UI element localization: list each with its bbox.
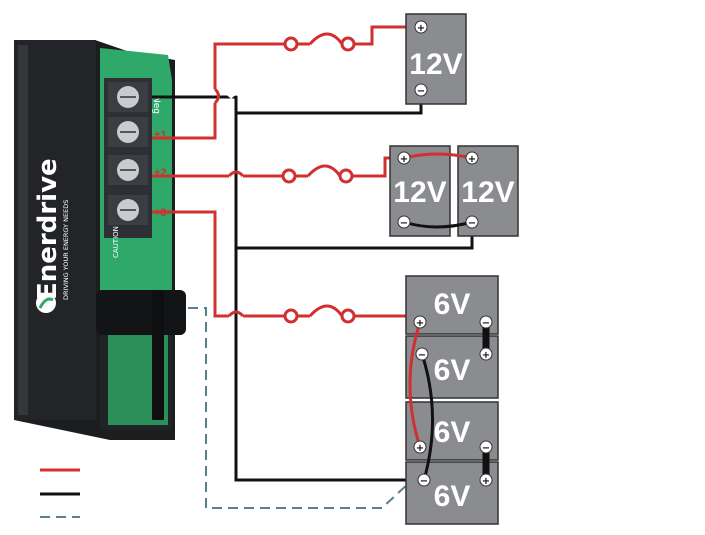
terminal-screw-out2: [108, 155, 148, 185]
fuse-3: [283, 308, 356, 324]
brand-name: Enerdrive: [33, 158, 63, 300]
battery-bank-3: 6V 6V 6V 6V + − − + + − − +: [405, 275, 499, 525]
terminal-screw-neg: [108, 82, 148, 112]
battery-label: 12V: [461, 176, 514, 209]
brand-logo: [36, 293, 56, 313]
battery-bank-1: 12V + −: [405, 13, 467, 105]
positive-terminal: [397, 151, 411, 165]
positive-terminal: [413, 440, 427, 454]
battery-label: 12V: [409, 48, 462, 81]
negative-terminal: [414, 83, 428, 97]
battery-label: 6V: [434, 288, 471, 321]
svg-text:−: −: [482, 443, 490, 454]
link-parallel-negative: [420, 353, 434, 481]
svg-text:+: +: [417, 23, 425, 34]
svg-text:+: +: [416, 318, 424, 329]
temperature-sensor-wire: [188, 307, 411, 509]
battery-label: 6V: [434, 354, 471, 387]
positive-terminal: [413, 315, 427, 329]
negative-terminal: [397, 215, 411, 229]
battery-label: 6V: [434, 416, 471, 449]
negative-terminal: [479, 315, 493, 329]
battery-bank-2: 12V 12V + − + −: [389, 145, 519, 237]
terminal-screw-out3: [108, 195, 148, 225]
svg-text:−: −: [400, 218, 408, 229]
positive-terminal: [479, 347, 493, 361]
positive-terminal: [465, 151, 479, 165]
svg-text:+: +: [468, 154, 476, 165]
svg-text:−: −: [418, 350, 426, 361]
neg-terminal-label: Neg: [151, 96, 161, 114]
fuse-2: [281, 168, 354, 184]
negative-terminal: [415, 347, 429, 361]
caution-text: CAUTION: [112, 226, 120, 258]
positive-terminal: [479, 473, 493, 487]
link-parallel-positive: [408, 321, 422, 448]
svg-text:+: +: [416, 443, 424, 454]
battery-label: 12V: [393, 176, 446, 209]
wire-crossovers: [226, 89, 246, 99]
svg-text:−: −: [482, 318, 490, 329]
svg-text:+: +: [482, 476, 490, 487]
battery-charger: Neg +1 +2 +3 CAUTION Enerdrive DRIVING Y…: [0, 0, 186, 535]
negative-terminal: [417, 473, 431, 487]
fuse-1: [283, 36, 356, 52]
terminal-screw-out1: [108, 117, 148, 147]
legend: [40, 468, 80, 518]
svg-text:+: +: [482, 350, 490, 361]
negative-terminal: [465, 215, 479, 229]
svg-text:−: −: [417, 86, 425, 97]
brand-tagline: DRIVING YOUR ENERGY NEEDS: [62, 200, 70, 300]
svg-text:+: +: [400, 154, 408, 165]
positive-terminal: [414, 20, 428, 34]
negative-terminal: [479, 440, 493, 454]
svg-text:−: −: [420, 476, 428, 487]
battery-label: 6V: [434, 480, 471, 513]
svg-text:−: −: [468, 218, 476, 229]
